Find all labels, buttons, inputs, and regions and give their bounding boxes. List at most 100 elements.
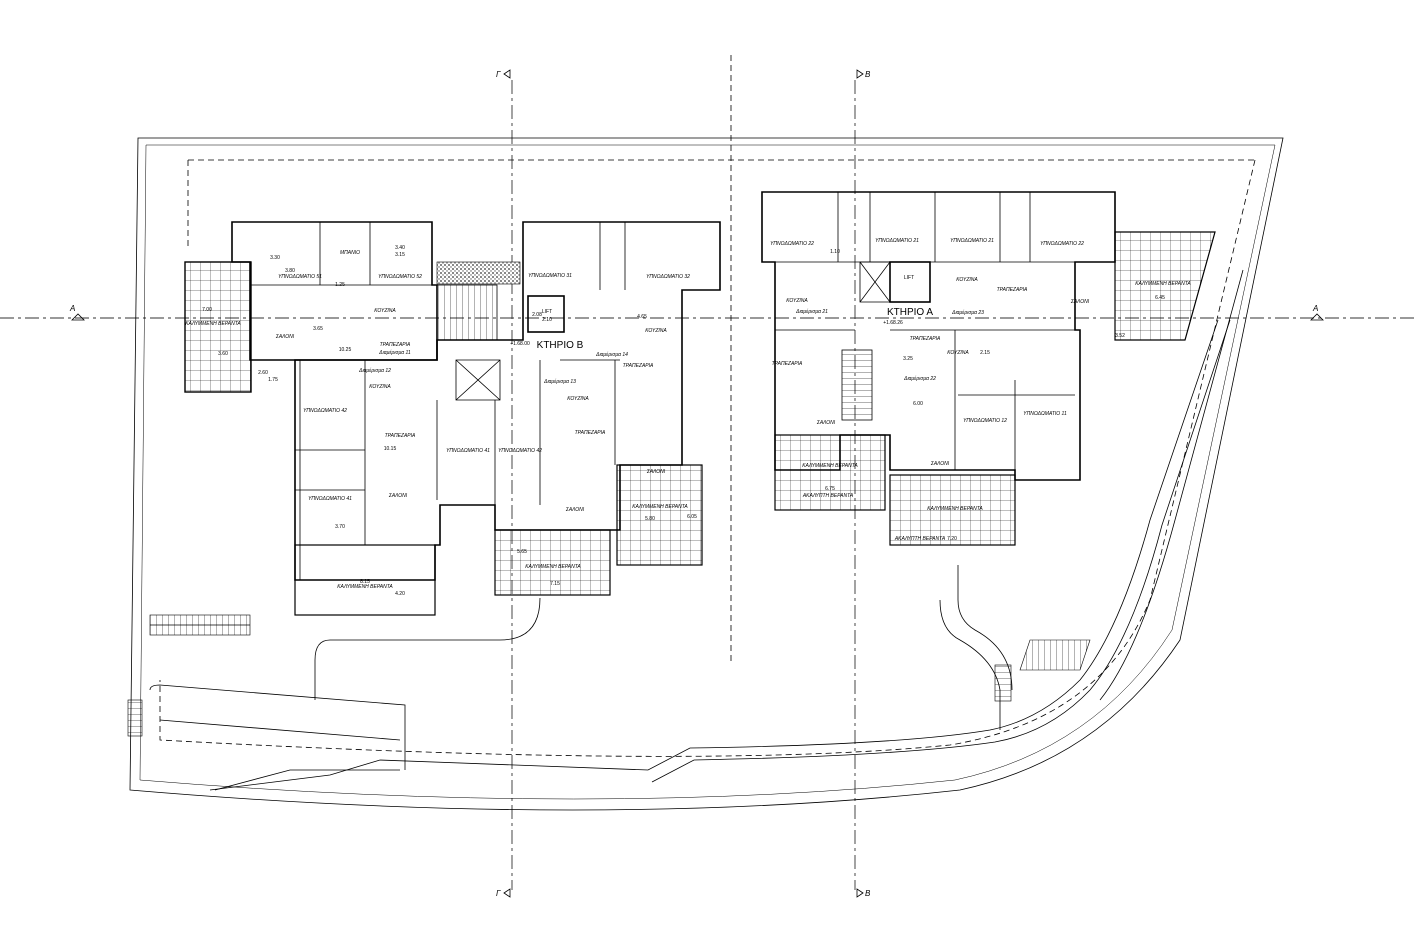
- section-marker-b-bottom: Β: [865, 889, 871, 898]
- dimension: 3.25: [903, 356, 913, 362]
- dimension: 4.20: [395, 591, 405, 597]
- site-boundary: [127, 137, 1284, 811]
- section-arrow-icon: [71, 313, 85, 321]
- dimension: 3.30: [270, 255, 280, 261]
- room-label: ΥΠΝΟΔΩΜΑΤΙΟ 52: [378, 274, 422, 280]
- lift-label: LIFT: [904, 275, 914, 281]
- section-arrow-icon: [856, 69, 864, 79]
- section-marker-a-right: Α: [1312, 304, 1318, 313]
- lift-shaft: [889, 261, 931, 303]
- room-label: ΥΠΝΟΔΩΜΑΤΙΟ 42: [303, 408, 347, 414]
- room-label: ΚΑΛΥΜΜΕΝΗ ΒΕΡΑΝΤΑ: [632, 504, 688, 510]
- section-arrow-icon: [503, 69, 511, 79]
- section-arrow-icon: [856, 888, 864, 898]
- dimension: 2.60: [258, 370, 268, 376]
- section-markers: Α Α Γ Γ Β Β: [69, 69, 1324, 898]
- room-labels: ΥΠΝΟΔΩΜΑΤΙΟ 51 ΥΠΝΟΔΩΜΑΤΙΟ 52 ΜΠΑΝΙΟ ΚΟΥ…: [185, 238, 1191, 590]
- dimension: 2.15: [980, 350, 990, 356]
- dimension: 6.75: [825, 486, 835, 492]
- dimension: 7.15: [550, 581, 560, 587]
- room-label: ΑΚΑΛΥΠΤΗ ΒΕΡΑΝΤΑ: [802, 493, 854, 499]
- section-arrow-icon: [1310, 313, 1324, 321]
- dimension: 3.15: [395, 252, 405, 258]
- room-label: ΥΠΝΟΔΩΜΑΤΙΟ 21: [950, 238, 994, 244]
- room-label: ΣΑΛΟΝΙ: [388, 493, 408, 499]
- room-label: ΤΡΑΠΕΖΑΡΙΑ: [772, 361, 803, 367]
- room-label: ΣΑΛΟΝΙ: [275, 334, 295, 340]
- room-label: ΥΠΝΟΔΩΜΑΤΙΟ 22: [1040, 241, 1084, 247]
- room-label: ΣΑΛΟΝΙ: [565, 507, 585, 513]
- lift-shaft: [527, 295, 565, 333]
- dimension: 8.15: [360, 579, 370, 585]
- room-label: ΚΟΥΖΙΝΑ: [374, 308, 396, 314]
- dimension: 3.65: [313, 326, 323, 332]
- covered-veranda: [1114, 231, 1216, 341]
- dimension: 5.65: [517, 549, 527, 555]
- room-label: ΥΠΝΟΔΩΜΑΤΙΟ 51: [278, 274, 322, 280]
- room-label: ΚΟΥΖΙΝΑ: [567, 396, 589, 402]
- dimension: 7.20: [947, 536, 957, 542]
- room-label: ΥΠΝΟΔΩΜΑΤΙΟ 22: [770, 241, 814, 247]
- dimension: 7.00: [202, 307, 212, 313]
- section-marker-a-left: Α: [69, 304, 75, 313]
- covered-veranda: [494, 529, 611, 596]
- room-label: ΣΑΛΟΝΙ: [816, 420, 836, 426]
- level-mark: +1.68.00: [510, 341, 530, 347]
- room-label: ΑΚΑΛΥΠΤΗ ΒΕΡΑΝΤΑ: [894, 536, 946, 542]
- apartment-label: Διαμέρισμα 13: [543, 378, 576, 385]
- section-arrow-icon: [503, 888, 511, 898]
- dimension: 6.05: [687, 514, 697, 520]
- covered-veranda: [184, 261, 252, 393]
- dimension: 4.65: [637, 314, 647, 320]
- dimension: 2.08: [532, 312, 542, 318]
- room-label: ΥΠΝΟΔΩΜΑΤΙΟ 11: [1023, 411, 1067, 417]
- room-label: ΜΠΑΝΙΟ: [340, 250, 360, 256]
- room-label: ΚΑΛΥΜΜΕΝΗ ΒΕΡΑΝΤΑ: [525, 564, 581, 570]
- apartment-label: Διαμέρισμα 14: [595, 351, 628, 358]
- room-label: ΥΠΝΟΔΩΜΑΤΙΟ 41: [308, 496, 352, 502]
- dimension: 3.60: [218, 351, 228, 357]
- building-a-label: ΚΤΗΡΙΟ Α: [887, 307, 933, 318]
- room-label: ΚΟΥΖΙΝΑ: [956, 277, 978, 283]
- room-label: ΚΑΛΥΜΜΕΝΗ ΒΕΡΑΝΤΑ: [185, 321, 241, 327]
- dimension: 1.25: [335, 282, 345, 288]
- lift-label: LIFT: [542, 309, 552, 315]
- room-label: ΚΟΥΖΙΝΑ: [947, 350, 969, 356]
- room-label: ΚΟΥΖΙΝΑ: [786, 298, 808, 304]
- building-b: ΚΤΗΡΙΟ Β +1.68.00 LIFT: [184, 221, 721, 616]
- room-label: ΚΑΛΥΜΜΕΝΗ ΒΕΡΑΝΤΑ: [802, 463, 858, 469]
- covered-veranda: [774, 434, 886, 511]
- room-label: ΤΡΑΠΕΖΑΡΙΑ: [910, 336, 941, 342]
- section-axes: [0, 55, 1414, 890]
- level-mark: +1.68.26: [883, 320, 903, 326]
- room-label: ΤΡΑΠΕΖΑΡΙΑ: [997, 287, 1028, 293]
- room-label: ΥΠΝΟΔΩΜΑΤΙΟ 12: [963, 418, 1007, 424]
- dimension: 1.75: [268, 377, 278, 383]
- room-label: ΚΑΛΥΜΜΕΝΗ ΒΕΡΑΝΤΑ: [927, 506, 983, 512]
- dimension: 10.15: [384, 446, 397, 452]
- building-a: ΚΤΗΡΙΟ Α +1.68.26 LIFT: [761, 191, 1216, 546]
- section-marker-c-top: Γ: [496, 70, 501, 79]
- covered-veranda: [616, 464, 703, 566]
- room-label: ΥΠΝΟΔΩΜΑΤΙΟ 32: [646, 274, 690, 280]
- dimension: 6.00: [913, 401, 923, 407]
- room-label: ΣΑΛΟΝΙ: [646, 469, 666, 475]
- room-label: ΚΟΥΖΙΝΑ: [645, 328, 667, 334]
- dimension: 2.10: [542, 317, 552, 323]
- dimension: 3.80: [285, 268, 295, 274]
- room-label: ΤΡΑΠΕΖΑΡΙΑ: [385, 433, 416, 439]
- apartment-label: Διαμέρισμα 11: [378, 349, 411, 356]
- room-label: ΣΑΛΟΝΙ: [930, 461, 950, 467]
- dimension: 3.70: [335, 524, 345, 530]
- dimension: 10.25: [339, 347, 352, 353]
- dimension: 3.40: [395, 245, 405, 251]
- dimension: 3.52: [1115, 333, 1125, 339]
- apartment-label: Διαμέρισμα 23: [951, 309, 984, 316]
- room-label: ΚΑΛΥΜΜΕΝΗ ΒΕΡΑΝΤΑ: [1135, 281, 1191, 287]
- dimension-labels: 3.30 3.80 3.40 3.15 1.25 3.65 10.25 7.00…: [202, 245, 1165, 597]
- apartment-label: Διαμέρισμα 12: [358, 367, 391, 374]
- apartment-label: Διαμέρισμα 21: [795, 308, 828, 315]
- building-b-label: ΚΤΗΡΙΟ Β: [537, 340, 584, 351]
- section-marker-c-bottom: Γ: [496, 889, 501, 898]
- room-label: ΥΠΝΟΔΩΜΑΤΙΟ 21: [875, 238, 919, 244]
